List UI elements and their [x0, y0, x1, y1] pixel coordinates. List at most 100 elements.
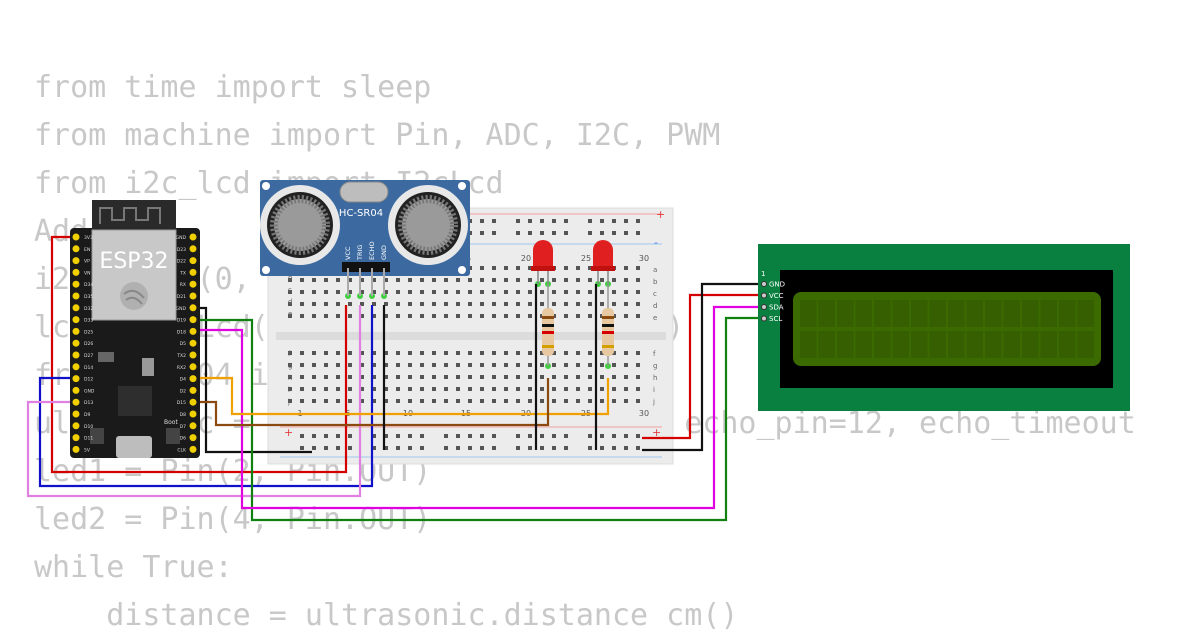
breadboard-hole [324, 290, 328, 294]
sensor-pin-label: ECHO [368, 241, 376, 260]
breadboard-hole [636, 387, 640, 391]
breadboard-hole [408, 363, 412, 367]
esp32-left-pin[interactable] [72, 410, 80, 418]
esp32-left-pin[interactable] [72, 304, 80, 312]
breadboard-hole [456, 363, 460, 367]
esp32-left-pin[interactable] [72, 245, 80, 253]
esp32-left-pin[interactable] [72, 351, 80, 359]
lcd-pin[interactable] [761, 315, 767, 322]
resistor-2[interactable] [602, 284, 614, 366]
breadboard-hole [540, 278, 544, 282]
esp32-left-pin[interactable] [72, 316, 80, 324]
esp32-left-pin[interactable] [72, 233, 80, 241]
lcd-cell [1077, 331, 1094, 358]
esp32-left-pin[interactable] [72, 375, 80, 383]
rail-hole [552, 446, 556, 450]
wire-esp-d2-to-led1 [193, 378, 550, 427]
en-button[interactable] [90, 428, 104, 444]
breadboard-hole [564, 302, 568, 306]
esp32-right-pin[interactable] [189, 292, 197, 300]
esp32-right-pin[interactable] [189, 327, 197, 335]
esp32-left-pin[interactable] [72, 257, 80, 265]
breadboard-hole [372, 290, 376, 294]
breadboard-hole [300, 290, 304, 294]
esp32-right-pin-label: D4 [180, 377, 186, 383]
breadboard-hole [624, 290, 628, 294]
breadboard-hole [636, 278, 640, 282]
breadboard-hole [540, 387, 544, 391]
rail-hole [324, 434, 328, 438]
esp32-right-pin-label: D15 [177, 400, 186, 406]
esp32-left-pin[interactable] [72, 327, 80, 335]
esp32-left-pin[interactable] [72, 363, 80, 371]
breadboard-hole [576, 314, 580, 318]
esp32-right-pin[interactable] [189, 375, 197, 383]
resistor-1[interactable] [542, 284, 554, 366]
lcd-cell [929, 300, 946, 327]
esp32-left-pin[interactable] [72, 280, 80, 288]
esp32-right-pin[interactable] [189, 339, 197, 347]
esp32-left-pin[interactable] [72, 292, 80, 300]
rail-hole [384, 446, 388, 450]
breadboard-hole [504, 363, 508, 367]
esp32-right-pin[interactable] [189, 386, 197, 394]
esp32-right-pin[interactable] [189, 445, 197, 453]
lcd-cell [1022, 300, 1039, 327]
lcd-cell [874, 331, 891, 358]
esp32-right-pin[interactable] [189, 280, 197, 288]
esp32-left-pin[interactable] [72, 339, 80, 347]
esp32-right-pin[interactable] [189, 351, 197, 359]
esp32-left-pin-label: D11 [84, 436, 93, 442]
rail-hole [588, 434, 592, 438]
esp32-right-pin[interactable] [189, 245, 197, 253]
led-1[interactable] [531, 240, 555, 284]
esp32-board[interactable]: ESP32 Boot 3V3ENVPVND34D35D32D33D25D26D2… [70, 200, 200, 458]
esp32-right-pin[interactable] [189, 233, 197, 241]
esp32-right-pin[interactable] [189, 257, 197, 265]
rail-hole [540, 219, 544, 223]
esp32-left-pin[interactable] [72, 398, 80, 406]
rail-hole [540, 446, 544, 450]
breadboard-hole [516, 302, 520, 306]
wire-esp-scl-to-lcd [193, 316, 762, 522]
esp32-left-pin[interactable] [72, 445, 80, 453]
breadboard-hole [456, 278, 460, 282]
breadboard-hole [288, 278, 292, 282]
esp32-right-pin[interactable] [189, 422, 197, 430]
esp32-right-pin[interactable] [189, 398, 197, 406]
esp32-pins: 3V3ENVPVND34D35D32D33D25D26D27D14D12GNDD… [72, 233, 197, 453]
breadboard-hole [516, 363, 520, 367]
esp32-right-pin[interactable] [189, 434, 197, 442]
breadboard-hole [612, 290, 616, 294]
boot-button[interactable] [166, 428, 180, 444]
rail-hole [300, 446, 304, 450]
breadboard-hole [552, 375, 556, 379]
breadboard-hole [336, 278, 340, 282]
breadboard-hole [564, 375, 568, 379]
breadboard-hole [504, 278, 508, 282]
breadboard-hole [444, 399, 448, 403]
esp32-left-pin[interactable] [72, 422, 80, 430]
breadboard-hole [636, 375, 640, 379]
breadboard-hole [456, 314, 460, 318]
lcd-pin[interactable] [761, 292, 767, 299]
esp32-right-pin[interactable] [189, 268, 197, 276]
esp32-right-pin[interactable] [189, 304, 197, 312]
rail-hole [612, 434, 616, 438]
breadboard-hole [324, 351, 328, 355]
row-letter-left: b [288, 274, 293, 282]
esp32-right-pin[interactable] [189, 410, 197, 418]
breadboard-hole [468, 363, 472, 367]
esp32-left-pin[interactable] [72, 386, 80, 394]
breadboard-hole [324, 278, 328, 282]
esp32-left-pin[interactable] [72, 268, 80, 276]
lcd-pin[interactable] [761, 281, 767, 287]
esp32-right-pin[interactable] [189, 363, 197, 371]
led-2[interactable] [591, 240, 615, 284]
esp32-left-pin[interactable] [72, 434, 80, 442]
lcd-pin[interactable] [761, 304, 767, 310]
esp32-right-pin[interactable] [189, 316, 197, 324]
breadboard-hole [432, 314, 436, 318]
